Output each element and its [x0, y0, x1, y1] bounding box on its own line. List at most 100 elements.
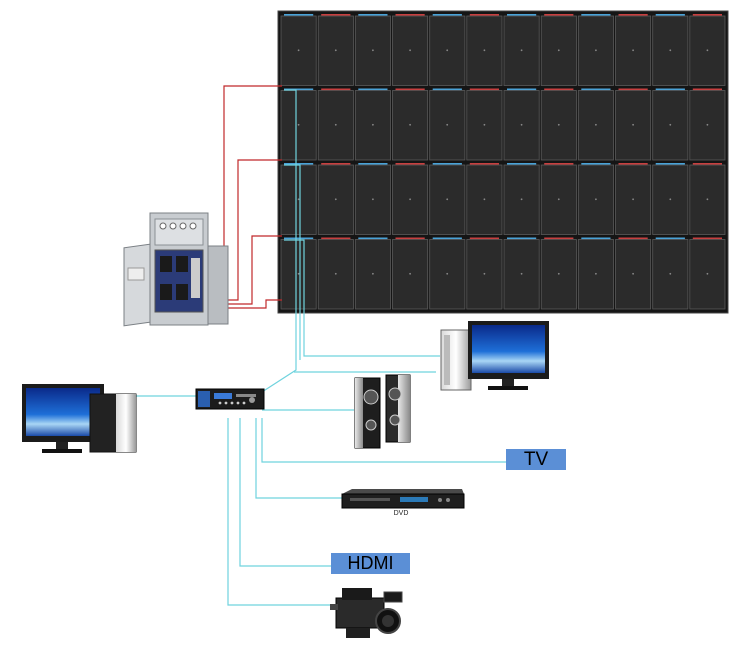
led-cabinet-latch: [446, 123, 449, 126]
led-cabinet-latch: [297, 198, 300, 201]
led-cabinet-latch: [595, 272, 597, 275]
led-cabinet-connector: [358, 14, 388, 16]
power-distribution-cabinet: [123, 212, 229, 327]
led-cabinet-connector: [432, 14, 462, 16]
led-cabinet-connector: [581, 14, 611, 16]
led-cabinet-connector: [544, 14, 574, 16]
led-cabinet-latch: [520, 272, 523, 275]
led-cabinet-latch: [334, 198, 337, 201]
led-cabinet-latch: [372, 49, 374, 52]
led-cabinet-connector: [692, 14, 722, 16]
led-cabinet-latch: [334, 272, 337, 275]
led-cabinet-latch: [409, 198, 411, 201]
led-cabinet-connector: [507, 14, 537, 16]
dvd-caption: DVD: [393, 510, 409, 517]
led-cabinet-connector: [284, 163, 314, 165]
led-cabinet: [652, 164, 689, 235]
led-cabinet-connector: [581, 237, 611, 240]
led-cabinet-connector: [618, 237, 648, 240]
led-cabinet-latch: [669, 123, 672, 126]
led-cabinet-connector: [544, 88, 574, 91]
led-cabinet-connector: [655, 163, 685, 165]
led-cabinet: [540, 239, 577, 310]
led-cabinet-latch: [669, 198, 672, 201]
led-cabinet-latch: [706, 123, 709, 126]
led-cabinet-connector: [544, 163, 574, 165]
led-cabinet-connector: [655, 88, 685, 91]
led-cabinet-latch: [334, 49, 337, 52]
led-cabinets: [280, 14, 726, 310]
led-cabinet-latch: [483, 123, 486, 126]
led-cabinet-connector: [618, 163, 648, 165]
led-display-wall: [277, 10, 729, 314]
led-cabinet-connector: [321, 14, 351, 16]
led-cabinet-connector: [395, 237, 425, 240]
led-cabinet-connector: [321, 237, 351, 240]
led-cabinet-connector: [692, 237, 722, 240]
led-cabinet-connector: [581, 163, 611, 165]
led-cabinet-connector: [507, 163, 537, 165]
led-cabinet-connector: [432, 163, 462, 165]
led-cabinet-connector: [469, 88, 499, 91]
led-cabinet-latch: [557, 272, 560, 275]
led-cabinet-latch: [297, 49, 300, 52]
led-cabinet-connector: [432, 88, 462, 91]
led-cabinet-latch: [520, 49, 523, 52]
led-cabinet-latch: [595, 49, 597, 52]
led-cabinet-connector: [284, 88, 314, 91]
computer-left: [22, 384, 137, 453]
led-cabinet-connector: [395, 88, 425, 91]
led-cabinet-latch: [483, 272, 486, 275]
led-cabinet-latch: [372, 272, 374, 275]
led-cabinet-latch: [297, 272, 300, 275]
led-cabinet-latch: [632, 198, 634, 201]
tv-label: TV: [506, 449, 566, 470]
led-cabinet-latch: [334, 123, 337, 126]
computer-right: [440, 321, 549, 391]
led-cabinet-latch: [595, 198, 597, 201]
led-cabinet-connector: [395, 14, 425, 16]
led-cabinet-connector: [655, 14, 685, 16]
led-cabinet-connector: [507, 88, 537, 91]
led-cabinet-latch: [706, 272, 709, 275]
signal-cables: [136, 89, 506, 606]
led-cabinet-latch: [409, 272, 411, 275]
led-cabinet-connector: [284, 237, 314, 240]
led-cabinet-connector: [581, 88, 611, 91]
led-cabinet-latch: [557, 123, 560, 126]
led-cabinet-connector: [432, 237, 462, 240]
led-cabinet-latch: [557, 198, 560, 201]
led-cabinet-connector: [618, 14, 648, 16]
led-cabinet-latch: [446, 198, 449, 201]
led-cabinet-latch: [372, 123, 374, 126]
led-cabinet-connector: [618, 88, 648, 91]
led-cabinet-latch: [483, 198, 486, 201]
led-cabinet-connector: [469, 163, 499, 165]
led-cabinet-connector: [507, 237, 537, 240]
led-cabinet-latch: [372, 198, 374, 201]
led-cabinet-connector: [321, 88, 351, 91]
led-cabinet-connector: [469, 237, 499, 240]
speakers: [354, 374, 411, 449]
led-cabinet-latch: [632, 272, 634, 275]
led-cabinet-latch: [520, 123, 523, 126]
led-cabinet-connector: [469, 14, 499, 16]
led-cabinet-latch: [409, 123, 411, 126]
led-cabinet-latch: [409, 49, 411, 52]
led-cabinet-latch: [446, 49, 449, 52]
led-cabinet-connector: [692, 88, 722, 91]
led-cabinet-connector: [358, 88, 388, 91]
hdmi-label: HDMI: [331, 553, 410, 574]
led-cabinet-latch: [520, 198, 523, 201]
led-cabinet-latch: [595, 123, 597, 126]
led-cabinet-latch: [669, 272, 672, 275]
led-cabinet-latch: [483, 49, 486, 52]
led-cabinet-connector: [358, 237, 388, 240]
led-cabinet-latch: [706, 49, 709, 52]
video-processor: [195, 388, 265, 410]
led-cabinet-connector: [395, 163, 425, 165]
led-cabinet-latch: [632, 49, 634, 52]
led-cabinet-connector: [358, 163, 388, 165]
video-camera: [330, 588, 403, 638]
